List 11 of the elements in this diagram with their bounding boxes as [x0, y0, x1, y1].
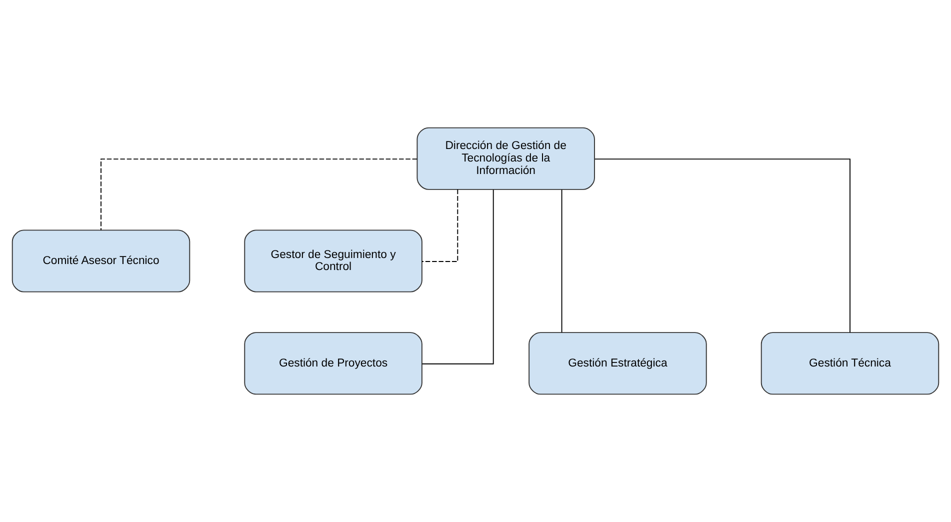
- connector: [422, 189, 494, 364]
- node-box: Dirección de Gestión de Tecnologías de la Información: [416, 127, 595, 190]
- node-box: Gestión de Proyectos: [244, 332, 422, 395]
- connector: [561, 189, 562, 333]
- node-box: Gestión Técnica: [760, 332, 940, 395]
- connector: [100, 158, 418, 231]
- node-box: Gestión Estratégica: [528, 332, 707, 395]
- node-box: Comité Asesor Técnico: [12, 230, 190, 292]
- node-box: Gestor de Seguimiento y Control: [244, 230, 422, 292]
- connector: [594, 158, 850, 333]
- connector: [422, 189, 458, 262]
